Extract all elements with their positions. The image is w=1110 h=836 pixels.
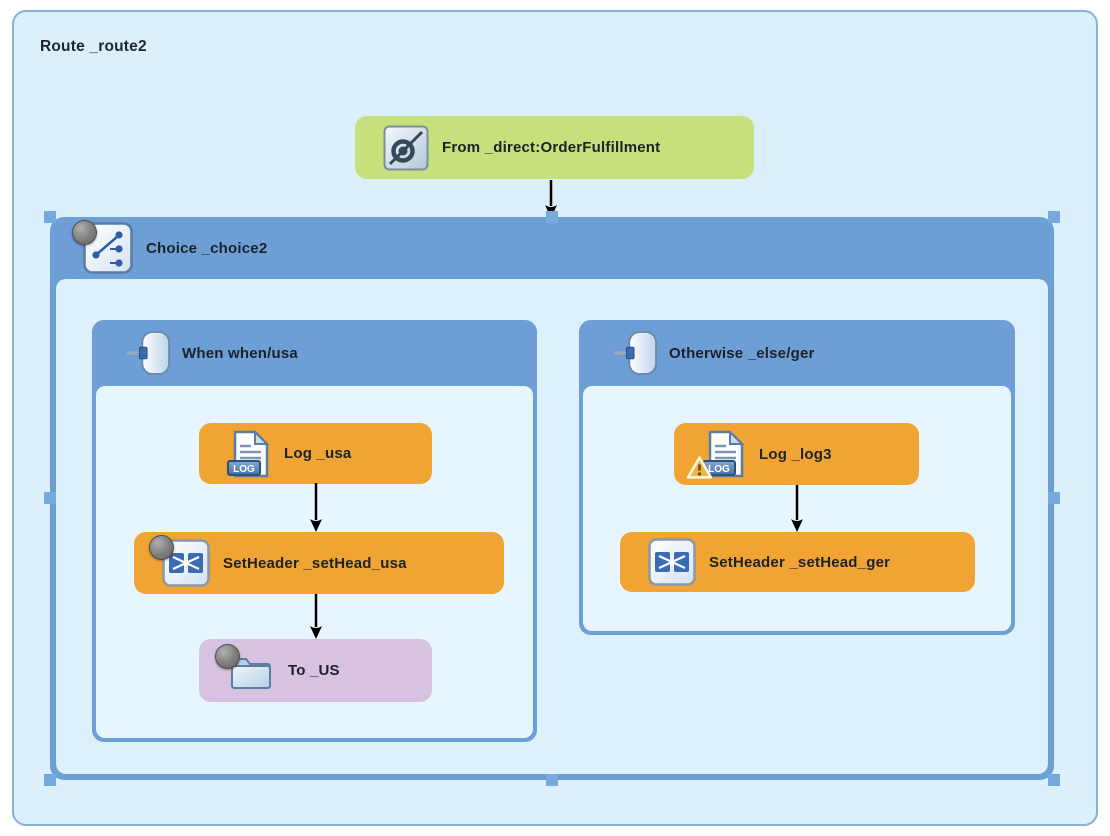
choice-label: Choice _choice2 [146,239,268,257]
endpoint-icon [383,125,429,170]
otherwise-header: Otherwise _else/ger [579,320,1015,386]
breakpoint-marker [149,535,174,560]
node-from[interactable]: From _direct:OrderFulfillment [355,116,754,179]
otherwise-label: Otherwise _else/ger [669,344,815,362]
choice-header: Choice _choice2 [50,217,1054,279]
connection-arrow[interactable] [789,485,805,532]
filter-icon [613,330,658,376]
breakpoint-marker [215,644,240,669]
connection-arrow[interactable] [308,483,324,532]
transform-icon [648,538,696,586]
otherwise-group[interactable]: Otherwise _else/ger [579,320,1015,635]
node-to-us-label: To _US [288,662,340,679]
log-badge-text: LOG [708,464,730,475]
log-badge-text: LOG [233,464,255,475]
node-log-log3[interactable]: LOG Log _log3 [674,423,919,485]
connection-arrow[interactable] [308,594,324,639]
selection-handle-top-right[interactable] [1048,211,1060,223]
filter-icon [126,330,171,376]
selection-handle-top-left[interactable] [44,211,56,223]
folder-icon [231,657,271,689]
otherwise-body: LOG Log _log3 [583,386,1011,631]
node-setheader-usa-label: SetHeader _setHead_usa [223,554,407,572]
selection-handle-mid-left[interactable] [44,492,56,504]
selection-handle-top-middle[interactable] [546,211,558,223]
transform-icon [162,539,210,587]
selection-handle-bottom-right[interactable] [1048,774,1060,786]
when-header: When when/usa [92,320,537,386]
selection-handle-bottom-middle[interactable] [546,774,558,786]
selection-handle-mid-right[interactable] [1048,492,1060,504]
node-setheader-ger-label: SetHeader _setHead_ger [709,553,891,571]
choice-group[interactable]: Choice _choice2 When when/usa [50,217,1054,780]
when-group[interactable]: When when/usa LOG [92,320,537,742]
log-icon: LOG [227,429,270,477]
choice-body: When when/usa LOG [56,279,1048,774]
selection-handle-bottom-left[interactable] [44,774,56,786]
route-title: Route _route2 [40,38,147,55]
node-setheader-ger[interactable]: SetHeader _setHead_ger [620,532,975,592]
node-log-usa-label: Log _usa [284,445,352,462]
node-from-label: From _direct:OrderFulfillment [442,139,661,156]
node-to-us[interactable]: To _US [199,639,432,702]
when-body: LOG Log _usa [96,386,533,738]
node-log-usa[interactable]: LOG Log _usa [199,423,432,484]
route-container[interactable]: Route _route2 From _direct:OrderFulfillm… [12,10,1098,826]
node-setheader-usa[interactable]: SetHeader _setHead_usa [134,532,504,594]
warning-icon [686,456,713,479]
when-label: When when/usa [182,344,298,362]
log-icon: LOG [702,430,745,478]
breakpoint-marker [72,220,97,245]
node-log-log3-label: Log _log3 [759,445,832,463]
